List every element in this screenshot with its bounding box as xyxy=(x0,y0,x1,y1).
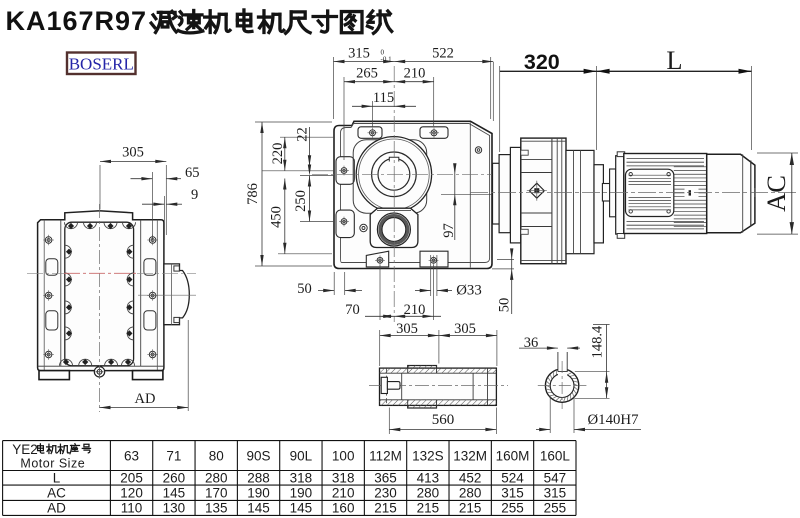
svg-text:115: 115 xyxy=(373,90,394,106)
svg-text:547: 547 xyxy=(544,471,567,486)
svg-text:9: 9 xyxy=(191,187,198,203)
svg-text:65: 65 xyxy=(185,165,200,181)
svg-text:36: 36 xyxy=(524,335,539,351)
svg-text:305: 305 xyxy=(454,321,476,337)
svg-text:120: 120 xyxy=(120,485,143,500)
svg-text:255: 255 xyxy=(501,501,524,516)
svg-text:318: 318 xyxy=(332,471,355,486)
svg-text:786: 786 xyxy=(245,183,261,205)
svg-text:315: 315 xyxy=(501,485,524,500)
svg-text:AC: AC xyxy=(761,175,791,212)
svg-text:AC: AC xyxy=(47,485,66,500)
svg-text:260: 260 xyxy=(163,471,186,486)
svg-text:Motor Size: Motor Size xyxy=(20,457,85,471)
svg-text:L: L xyxy=(666,45,682,75)
svg-text:63: 63 xyxy=(124,449,139,464)
svg-text:70: 70 xyxy=(345,302,360,318)
svg-text:560: 560 xyxy=(432,412,455,428)
svg-text:524: 524 xyxy=(501,471,524,486)
svg-text:280: 280 xyxy=(205,471,228,486)
svg-text:250: 250 xyxy=(293,190,309,212)
svg-text:Ø33: Ø33 xyxy=(456,283,481,299)
svg-text:452: 452 xyxy=(459,471,482,486)
svg-text:97: 97 xyxy=(441,223,457,238)
svg-text:0: 0 xyxy=(381,49,385,57)
svg-text:190: 190 xyxy=(290,485,313,500)
svg-text:132S: 132S xyxy=(412,449,444,464)
svg-text:71: 71 xyxy=(166,449,181,464)
svg-text:522: 522 xyxy=(432,46,454,62)
svg-text:215: 215 xyxy=(417,501,440,516)
svg-text:YE2: YE2 xyxy=(12,442,38,457)
svg-text:210: 210 xyxy=(404,302,426,318)
svg-text:280: 280 xyxy=(417,485,440,500)
svg-text:110: 110 xyxy=(121,501,143,516)
svg-text:160: 160 xyxy=(332,501,355,516)
svg-text:L: L xyxy=(53,471,61,486)
svg-text:148.4: 148.4 xyxy=(590,325,606,358)
svg-text:90S: 90S xyxy=(247,449,271,464)
svg-text:160M: 160M xyxy=(496,449,530,464)
svg-text:Ø140H7: Ø140H7 xyxy=(588,412,639,428)
svg-text:112M: 112M xyxy=(369,449,402,464)
svg-text:305: 305 xyxy=(122,145,144,161)
svg-text:22: 22 xyxy=(295,127,311,142)
svg-text:132M: 132M xyxy=(453,449,487,464)
svg-text:160L: 160L xyxy=(540,449,571,464)
svg-text:190: 190 xyxy=(247,485,270,500)
svg-text:305: 305 xyxy=(396,321,418,337)
svg-text:265: 265 xyxy=(356,66,378,82)
svg-text:215: 215 xyxy=(459,501,482,516)
svg-text:205: 205 xyxy=(120,471,143,486)
svg-text:145: 145 xyxy=(163,485,186,500)
svg-text:220: 220 xyxy=(270,143,286,165)
svg-text:413: 413 xyxy=(417,471,440,486)
svg-text:450: 450 xyxy=(269,206,285,228)
svg-text:BOSERL: BOSERL xyxy=(69,54,134,73)
svg-text:50: 50 xyxy=(497,298,513,313)
svg-text:320: 320 xyxy=(524,50,560,74)
svg-text:315: 315 xyxy=(544,485,567,500)
svg-text:135: 135 xyxy=(205,501,228,516)
svg-text:365: 365 xyxy=(374,471,397,486)
svg-text:AD: AD xyxy=(47,501,66,516)
svg-text:255: 255 xyxy=(544,501,567,516)
svg-text:230: 230 xyxy=(374,485,397,500)
svg-text:130: 130 xyxy=(163,501,186,516)
svg-text:170: 170 xyxy=(205,485,228,500)
svg-text:210: 210 xyxy=(332,485,355,500)
svg-text:KA167R97: KA167R97 xyxy=(6,6,148,36)
svg-text:318: 318 xyxy=(290,471,313,486)
svg-text:280: 280 xyxy=(459,485,482,500)
svg-text:90L: 90L xyxy=(290,449,313,464)
svg-text:288: 288 xyxy=(247,471,270,486)
svg-text:215: 215 xyxy=(374,501,397,516)
svg-text:145: 145 xyxy=(247,501,270,516)
svg-text:145: 145 xyxy=(290,501,313,516)
svg-text:315: 315 xyxy=(348,46,370,62)
svg-text:80: 80 xyxy=(209,449,224,464)
svg-text:210: 210 xyxy=(404,66,426,82)
svg-text:-0.1: -0.1 xyxy=(381,56,393,64)
svg-text:50: 50 xyxy=(297,281,312,297)
svg-text:100: 100 xyxy=(332,449,355,464)
svg-text:AD: AD xyxy=(135,391,156,407)
